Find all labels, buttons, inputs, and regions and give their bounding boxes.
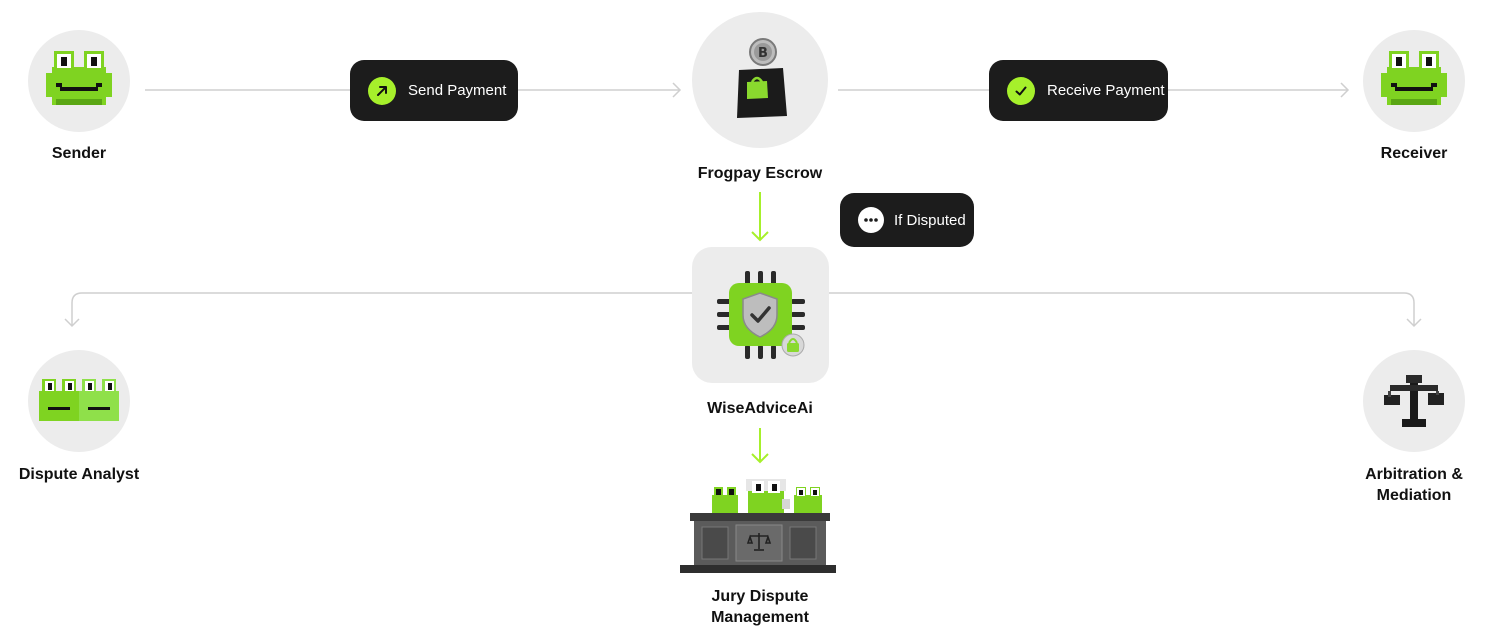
analyst-node bbox=[28, 350, 130, 452]
send-payment-label: Send Payment bbox=[408, 82, 507, 99]
edge-ai-analyst bbox=[71, 292, 692, 326]
receiver-node bbox=[1363, 30, 1465, 132]
escrow-node: B bbox=[692, 12, 828, 148]
jury-node bbox=[678, 473, 838, 577]
arbitration-node bbox=[1363, 350, 1465, 452]
ai-chip-shield-icon bbox=[716, 271, 805, 359]
jury-label-line1: Jury Dispute bbox=[711, 588, 809, 605]
if-disputed-label: If Disputed bbox=[894, 211, 966, 229]
arrow-up-right-icon bbox=[368, 76, 396, 105]
analyst-label: Dispute Analyst bbox=[18, 466, 140, 483]
jury-label: Jury Dispute Management bbox=[660, 586, 860, 628]
frog-avatar-icon bbox=[46, 51, 112, 105]
frog-avatar-icon bbox=[1381, 51, 1447, 105]
if-disputed-pill: If Disputed bbox=[840, 193, 974, 247]
receive-payment-pill: Receive Payment bbox=[989, 60, 1168, 121]
arbitration-label-line1: Arbitration & bbox=[1365, 466, 1463, 483]
check-icon bbox=[1007, 76, 1035, 105]
arbitration-label: Arbitration & Mediation bbox=[1339, 464, 1489, 506]
receive-payment-label: Receive Payment bbox=[1047, 82, 1165, 99]
ai-label: WiseAdviceAi bbox=[707, 400, 813, 417]
sender-label: Sender bbox=[51, 145, 107, 162]
jury-bench-icon bbox=[680, 479, 836, 573]
svg-text:B: B bbox=[758, 46, 768, 61]
sender-node bbox=[28, 30, 130, 132]
send-payment-pill: Send Payment bbox=[350, 60, 518, 121]
arbitration-label-line2: Mediation bbox=[1376, 487, 1452, 504]
frog-pair-icon bbox=[39, 379, 119, 421]
ai-node bbox=[692, 247, 829, 383]
escrow-label: Frogpay Escrow bbox=[697, 165, 823, 182]
chat-bubble-icon bbox=[858, 207, 884, 233]
escrow-bag-icon: B bbox=[737, 38, 787, 118]
jury-label-line2: Management bbox=[711, 609, 809, 626]
receiver-label: Receiver bbox=[1380, 145, 1448, 162]
edge-ai-arbitration bbox=[829, 292, 1415, 326]
scales-icon bbox=[1384, 375, 1444, 427]
